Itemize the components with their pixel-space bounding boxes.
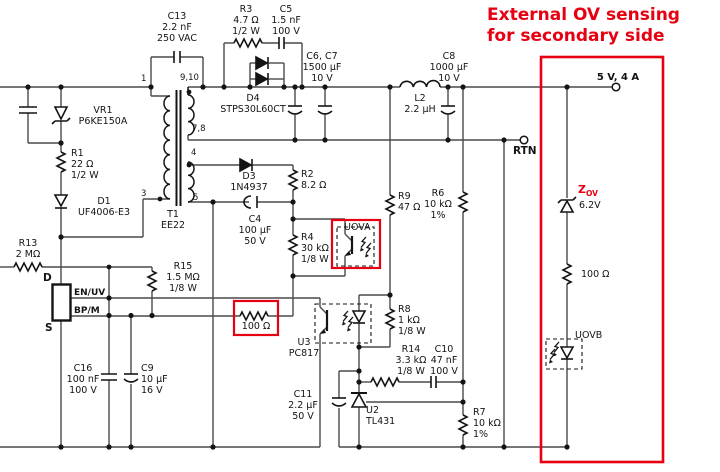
ic-pin-enuv: EN/UV (74, 288, 106, 298)
c11-capacitor (331, 397, 347, 407)
switcher-ic-box (51, 283, 72, 322)
r100-annotation-box (232, 299, 280, 337)
r6-resistor (457, 191, 469, 213)
r7-resistor (457, 414, 469, 436)
pin-9-10: 9,10 (180, 73, 199, 83)
uovb-opto-led (545, 338, 583, 370)
r2-resistor (287, 169, 299, 191)
d1-diode (53, 194, 69, 209)
ic-pin-source: S (45, 322, 53, 334)
r4-resistor (287, 234, 299, 256)
l2-inductor (399, 79, 441, 88)
c6-capacitor (287, 105, 303, 115)
transformer-t1 (163, 87, 195, 206)
ic-pin-drain: D (43, 272, 52, 284)
r14-resistor (370, 376, 400, 388)
label-rtn-terminal: RTN (513, 145, 537, 157)
pin-7-8: 7,8 (192, 124, 206, 134)
pin-1: 1 (141, 74, 147, 84)
r100a-resistor (239, 310, 269, 322)
label-zov-ref: ZOV (578, 183, 598, 199)
c16-capacitor (101, 373, 117, 381)
wires (0, 42, 612, 448)
r3-resistor (233, 37, 263, 49)
r100b-resistor (561, 263, 573, 285)
output-terminal (611, 82, 621, 92)
r9-resistor (384, 194, 396, 216)
label-uovb: UOVB (575, 330, 603, 341)
r15-resistor (146, 270, 158, 292)
pin-3: 3 (141, 189, 147, 199)
r1-resistor (55, 151, 67, 173)
c9-capacitor (123, 373, 139, 383)
c7-capacitor (317, 105, 333, 115)
ov-sensing-annotation-box (539, 55, 665, 464)
label-output-terminal: 5 V, 4 A (596, 72, 640, 83)
c13-capacitor (173, 51, 181, 63)
c8-capacitor (440, 105, 456, 115)
c10-capacitor (430, 376, 437, 388)
zov-zener-diode (557, 196, 577, 213)
input-capacitor (19, 106, 37, 114)
d4-dual-schottky (255, 55, 269, 87)
label-r100b: 100 Ω (581, 269, 610, 280)
label-r100a: 100 Ω (241, 321, 271, 332)
rtn-terminal (519, 135, 529, 145)
c4-capacitor (243, 195, 258, 209)
label-uova: UOVA (344, 222, 371, 233)
r8-resistor (384, 308, 396, 330)
d3-diode (239, 157, 253, 173)
r13-resistor (13, 261, 43, 273)
annotation-title: External OV sensing for secondary side (487, 5, 680, 46)
uova-phototransistor (336, 226, 375, 267)
c5-capacitor (278, 37, 285, 49)
u3-optocoupler (314, 303, 372, 344)
junction-dots (25, 84, 570, 450)
ic-pin-bpm: BP/M (74, 306, 100, 316)
annotation-boxes (232, 55, 665, 464)
pin-4: 4 (191, 148, 197, 158)
vr1-tvs-diode (51, 106, 71, 125)
pin-5: 5 (193, 193, 199, 203)
label-zov-value: 6.2V (579, 200, 601, 211)
uova-annotation-box (330, 218, 382, 270)
u2-tl431 (350, 392, 368, 408)
